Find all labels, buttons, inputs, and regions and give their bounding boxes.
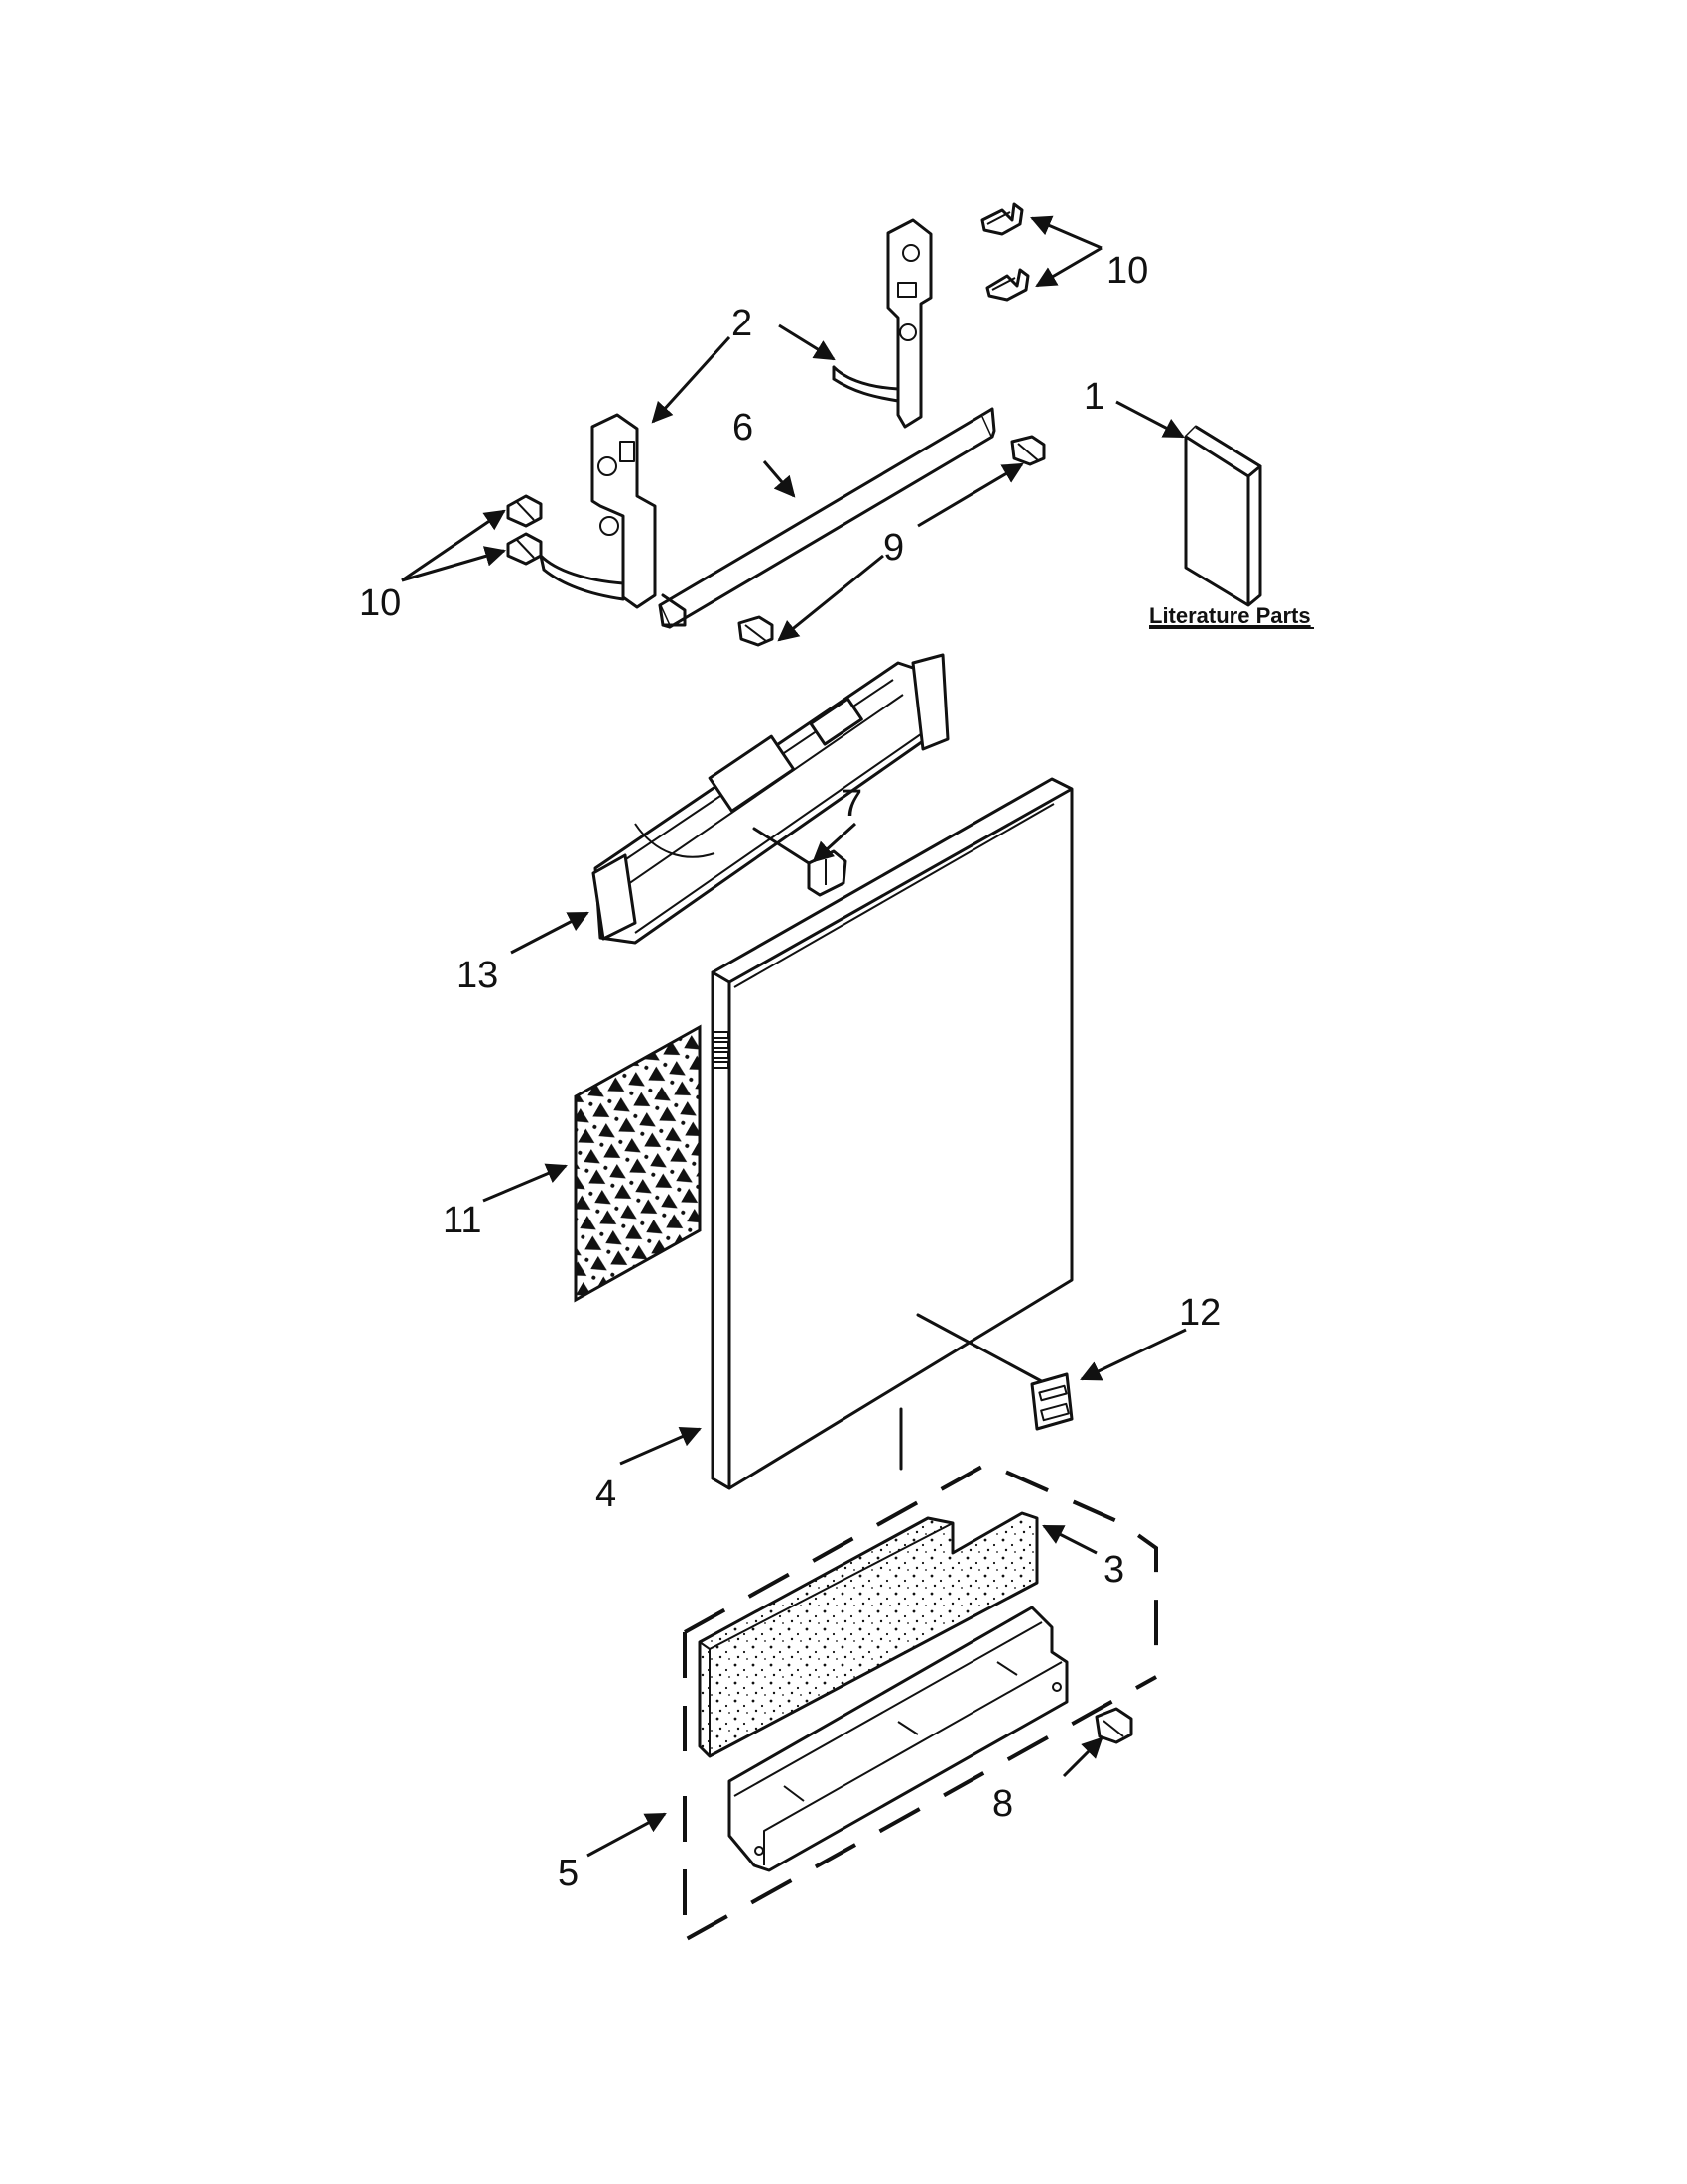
badge: [1030, 1372, 1074, 1431]
screw-left-2: [506, 532, 543, 566]
cross-rail: [658, 407, 996, 629]
callout-10-left: 10: [359, 582, 401, 624]
callout-2: 2: [731, 303, 752, 344]
bracket-left: [539, 413, 657, 609]
insulation-strip: [698, 1511, 1039, 1758]
callout-1: 1: [1084, 376, 1104, 418]
screw-bracket: [1095, 1707, 1133, 1744]
screw-rail-left: [737, 615, 774, 647]
callout-11: 11: [443, 1200, 481, 1241]
callout-6: 6: [732, 407, 753, 449]
callout-7: 7: [842, 783, 862, 825]
clip: [752, 827, 847, 897]
screw-rail-right: [1010, 435, 1046, 466]
callout-13: 13: [456, 955, 498, 996]
bracket-right: [832, 218, 933, 429]
kick-bracket: [727, 1606, 1069, 1872]
screw-upper-1: [980, 202, 1024, 236]
screw-upper-2: [985, 268, 1030, 302]
assembly-dashed-outline: [683, 1461, 1158, 1944]
callout-5: 5: [558, 1853, 579, 1894]
callout-9: 9: [883, 527, 904, 569]
control-panel-assembly: [591, 653, 950, 945]
insulation-mesh: [574, 1024, 702, 1303]
callout-12: 12: [1179, 1292, 1221, 1334]
leader-lines: [401, 215, 1187, 1858]
literature-booklet: [1184, 425, 1262, 607]
screw-left-1: [506, 494, 543, 528]
literature-parts-label: Literature Parts: [1149, 603, 1311, 628]
callout-3: 3: [1103, 1549, 1124, 1591]
callout-10-upper: 10: [1106, 250, 1148, 292]
callout-8: 8: [992, 1783, 1013, 1825]
callout-4: 4: [595, 1474, 616, 1515]
door-panel: [711, 777, 1074, 1490]
vent-slots: [712, 1031, 729, 1069]
